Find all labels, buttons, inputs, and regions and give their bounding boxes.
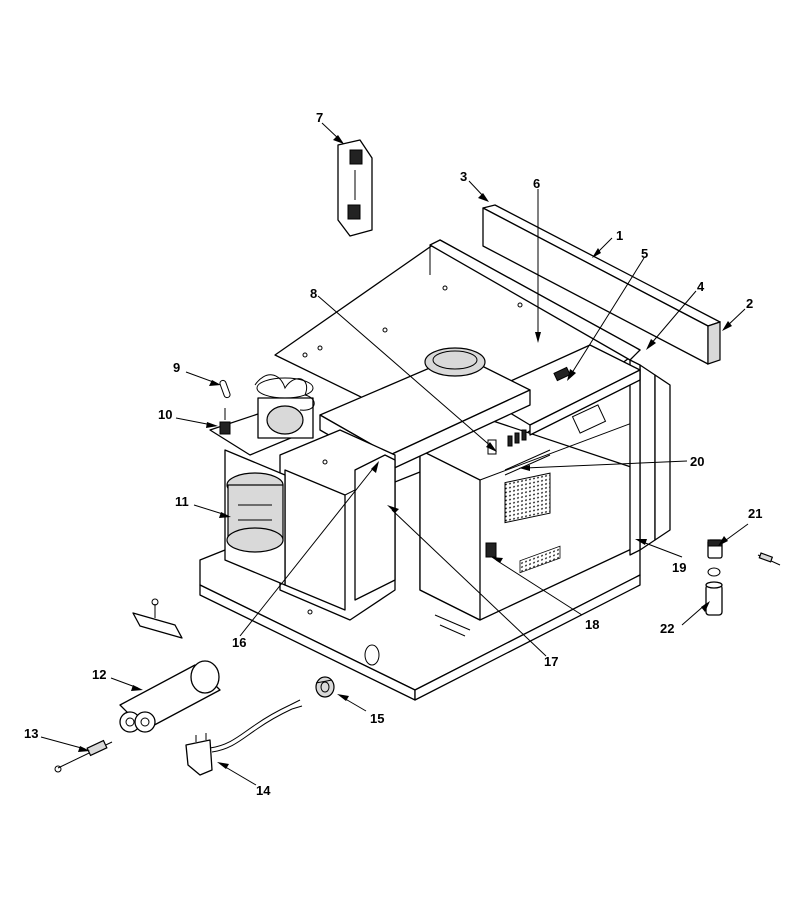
callout-20: 20 <box>690 454 704 469</box>
door-switch <box>485 542 497 558</box>
front-strip <box>482 204 721 365</box>
small-plate <box>132 598 183 639</box>
callout-9: 9 <box>173 360 180 375</box>
callout-16: 16 <box>232 635 246 650</box>
callout-13: 13 <box>24 726 38 741</box>
callout-5: 5 <box>641 246 648 261</box>
callout-15: 15 <box>370 711 384 726</box>
callout-21: 21 <box>748 506 762 521</box>
transformer <box>209 409 311 586</box>
callout-11: 11 <box>175 494 189 509</box>
capacitor-part-12 <box>119 660 221 733</box>
power-cord-part-14 <box>185 699 303 776</box>
callout-8: 8 <box>310 286 317 301</box>
bracket-part-10 <box>219 408 231 435</box>
lamp-socket-part-22 <box>705 567 723 616</box>
bracket-part-7 <box>337 139 373 237</box>
lamp-part-21 <box>707 539 781 566</box>
callout-18: 18 <box>585 617 599 632</box>
fan-motor <box>254 374 315 439</box>
callout-labels: 1 2 3 4 5 6 7 8 9 10 11 12 13 14 15 16 1… <box>24 110 762 798</box>
connector-strip <box>504 449 551 476</box>
vent-grill <box>504 472 561 574</box>
diode-part-13 <box>54 739 113 773</box>
callout-10: 10 <box>158 407 172 422</box>
cavity-box <box>419 419 641 621</box>
callout-22: 22 <box>660 621 674 636</box>
front-frame <box>629 359 671 556</box>
callout-17: 17 <box>544 654 558 669</box>
bolt-part-9 <box>219 379 231 399</box>
callout-2: 2 <box>746 296 753 311</box>
callout-1: 1 <box>616 228 623 243</box>
callout-7: 7 <box>316 110 323 125</box>
callout-6: 6 <box>533 176 540 191</box>
callout-12: 12 <box>92 667 106 682</box>
callout-4: 4 <box>697 279 705 294</box>
callout-14: 14 <box>256 783 271 798</box>
leader-lines <box>40 122 749 786</box>
left-frame <box>279 429 396 621</box>
callout-19: 19 <box>672 560 686 575</box>
ferrite-part-15 <box>315 676 335 698</box>
callout-3: 3 <box>460 169 467 184</box>
